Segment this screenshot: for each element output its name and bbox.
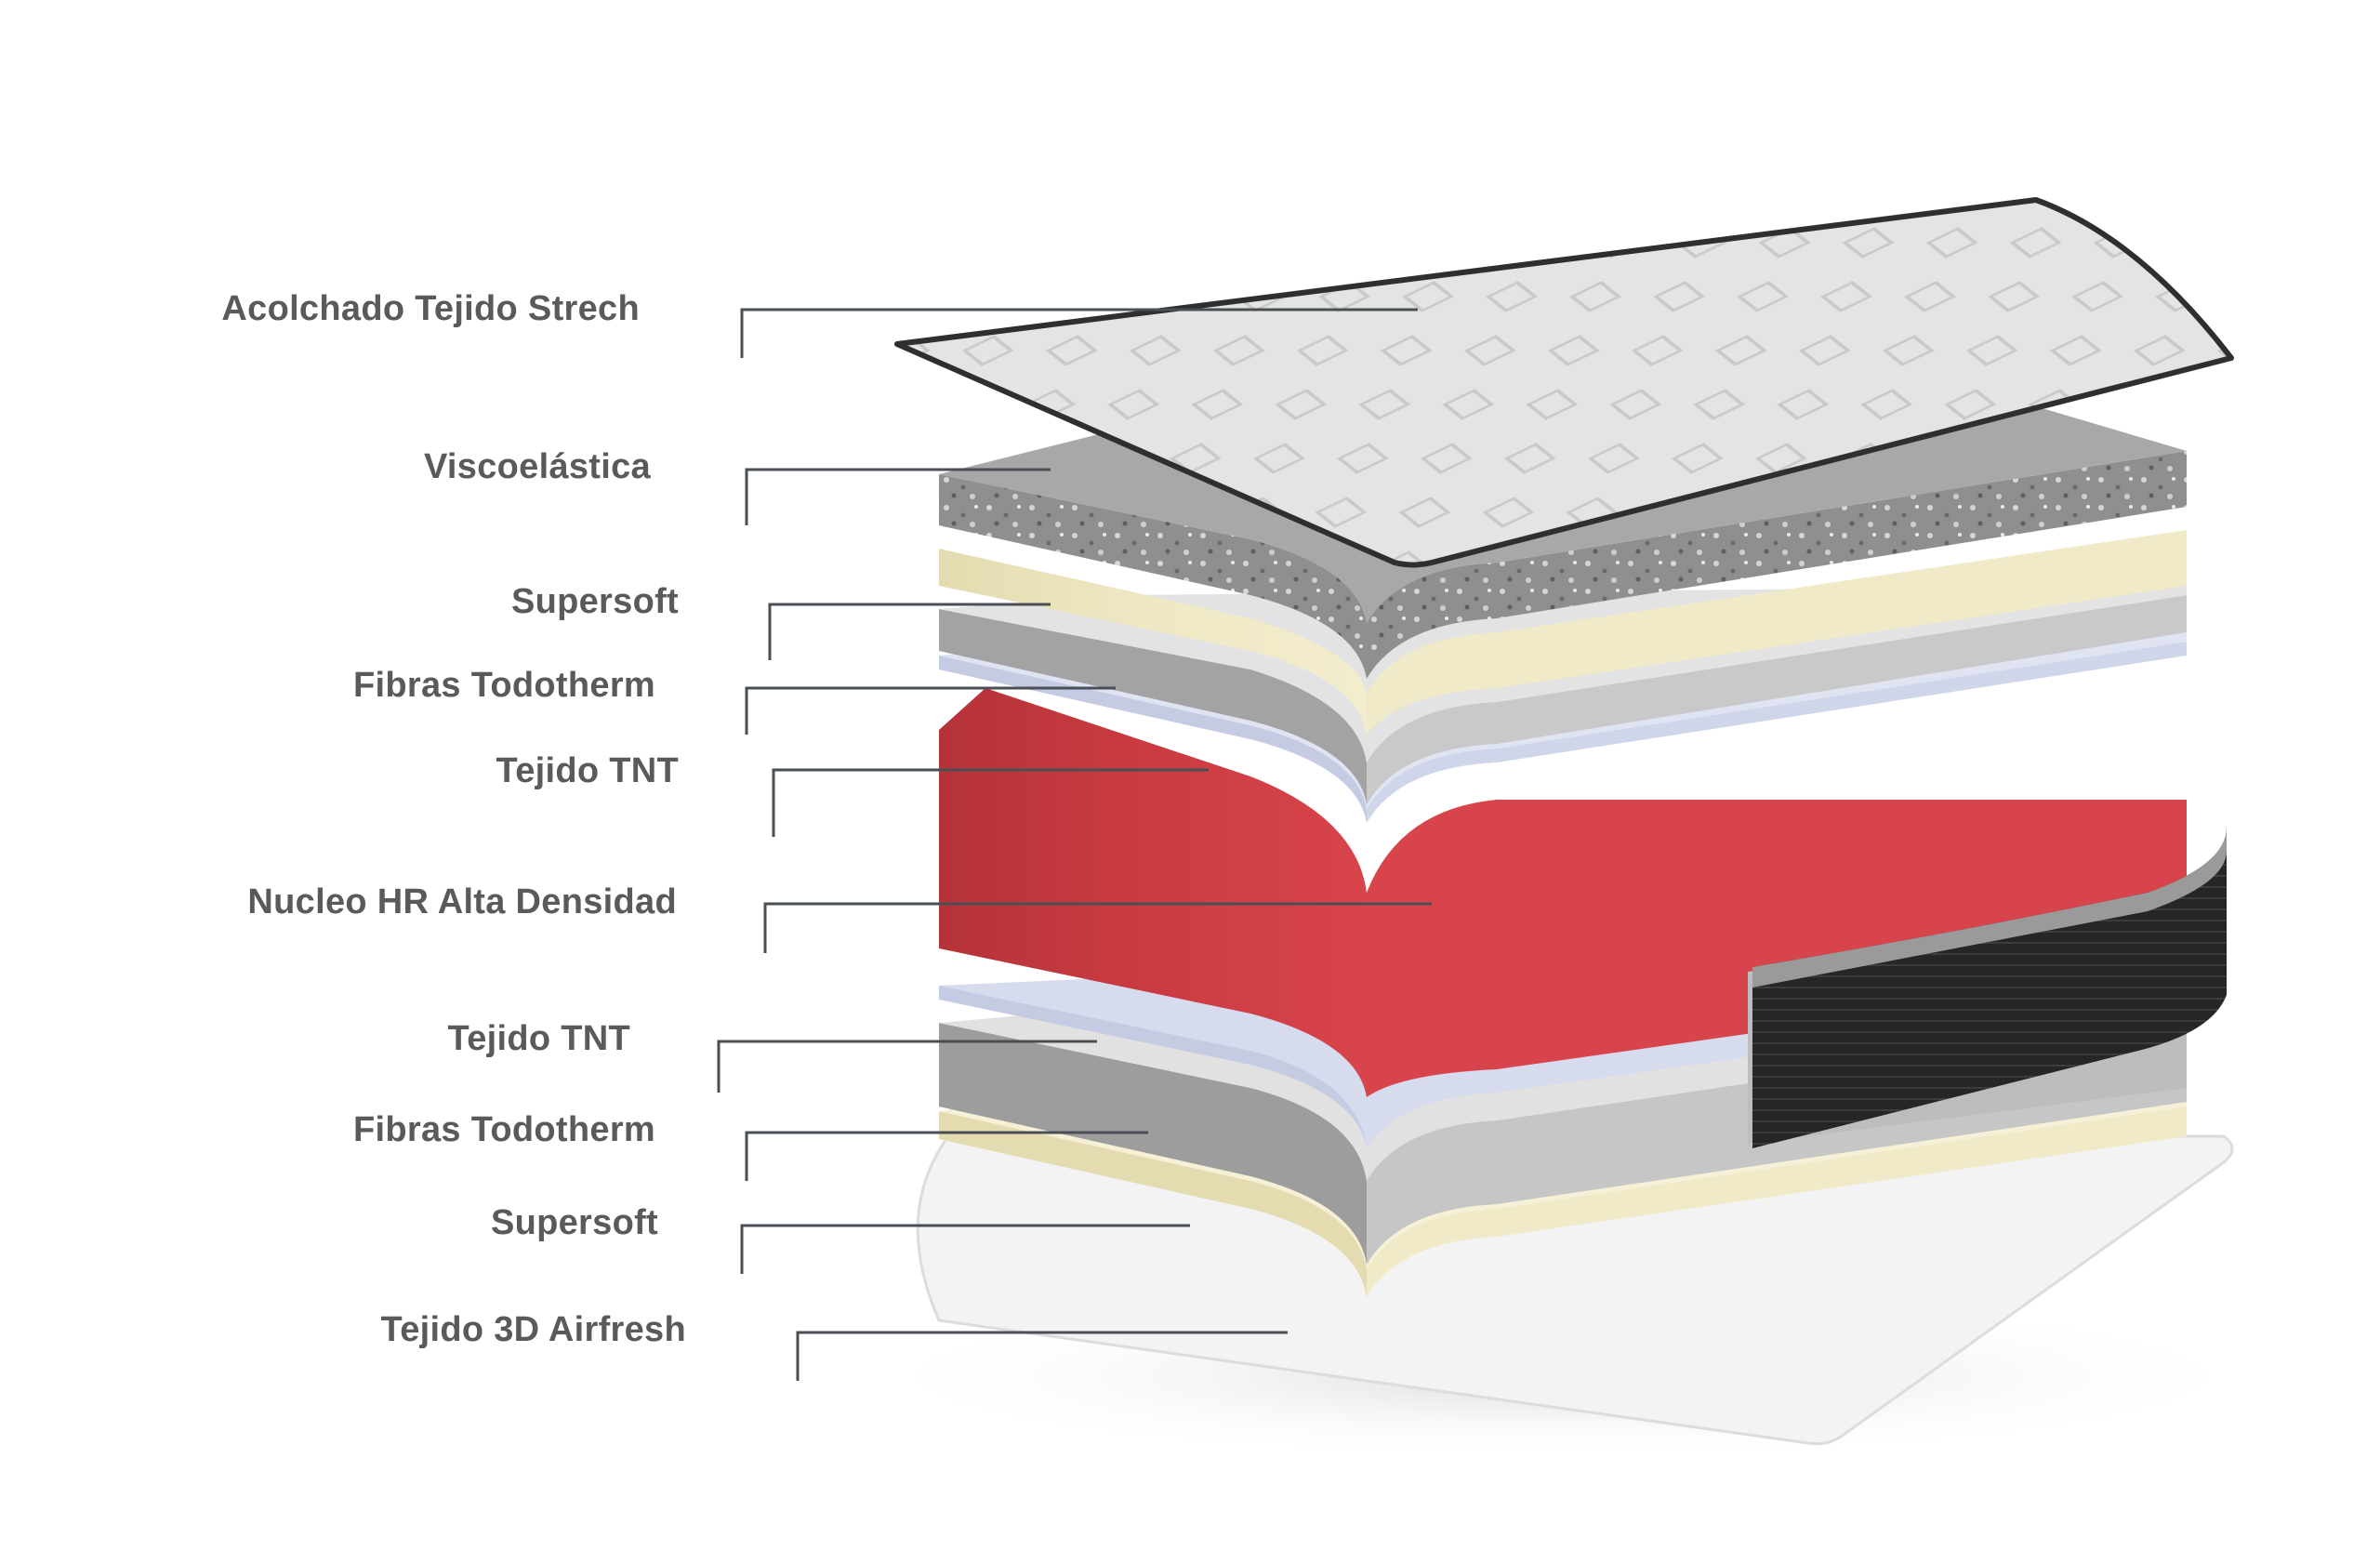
leader-line-acolchado bbox=[740, 308, 1418, 358]
leader-line-supersoft-bottom bbox=[740, 1224, 1190, 1274]
visco-front bbox=[939, 474, 1367, 679]
top-tnt-side bbox=[1367, 642, 2187, 823]
top-tnt-front bbox=[939, 656, 1367, 823]
leader-line-tnt-top bbox=[772, 768, 1209, 837]
core-front bbox=[939, 688, 1367, 1097]
bottom-fibras-front bbox=[939, 1023, 1367, 1265]
top-fibras-side bbox=[1367, 595, 2187, 804]
bottom-tnt-front bbox=[939, 986, 1367, 1148]
top-fibras-front bbox=[939, 609, 1367, 804]
leader-lines bbox=[717, 308, 1432, 1381]
leader-line-viscoelastica bbox=[745, 468, 1051, 525]
label-viscoelastica: Viscoelástica bbox=[423, 447, 651, 486]
label-fibras-todotherm-top: Fibras Todotherm bbox=[353, 666, 655, 705]
label-fibras-todotherm-bottom: Fibras Todotherm bbox=[353, 1110, 655, 1149]
label-supersoft-top: Supersoft bbox=[510, 582, 679, 621]
leader-line-airfresh bbox=[796, 1331, 1288, 1381]
bottom-supersoft-front bbox=[939, 1111, 1367, 1297]
leader-line-supersoft-top bbox=[768, 603, 1051, 660]
visco-side bbox=[1367, 451, 2187, 679]
label-acolchado-tejido-strech: Acolchado Tejido Strech bbox=[221, 289, 640, 328]
label-tejido-tnt-top: Tejido TNT bbox=[496, 751, 679, 790]
label-tejido-tnt-bottom: Tejido TNT bbox=[447, 1019, 630, 1058]
quilted-top-layer bbox=[894, 197, 2234, 568]
core-side bbox=[1367, 800, 2187, 1097]
label-nucleo-hr-alta-densidad: Nucleo HR Alta Densidad bbox=[247, 882, 677, 921]
label-tejido-3d-airfresh: Tejido 3D Airfresh bbox=[380, 1310, 686, 1349]
leader-line-nucleo bbox=[763, 902, 1432, 953]
airfresh-layer bbox=[916, 1134, 2234, 1446]
top-supersoft-side bbox=[1367, 530, 2187, 735]
leader-line-fibras-bottom bbox=[745, 1131, 1148, 1181]
border-fabric-stripe bbox=[1752, 828, 2227, 987]
bottom-supersoft-side bbox=[1367, 1107, 2187, 1297]
leader-line-fibras-top bbox=[745, 686, 1116, 735]
label-supersoft-bottom: Supersoft bbox=[490, 1203, 658, 1242]
top-supersoft-front bbox=[939, 549, 1367, 735]
leader-line-tnt-bottom bbox=[717, 1040, 1097, 1093]
